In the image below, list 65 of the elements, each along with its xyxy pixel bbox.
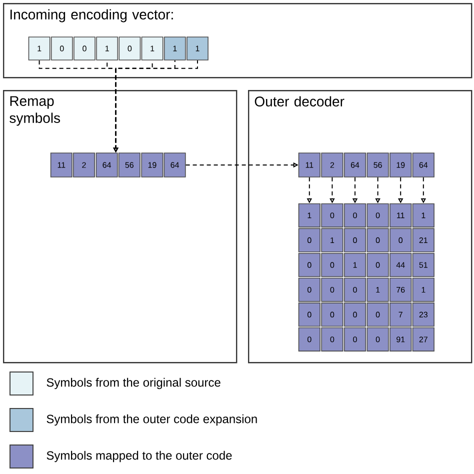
matrix-cell: 0	[344, 302, 366, 327]
symbol-cell: 11	[50, 152, 72, 178]
matrix-cell: 1	[344, 252, 366, 278]
vector-cell: 1	[164, 36, 186, 60]
vector-cell: 1	[28, 36, 50, 60]
symbol-cell: 56	[118, 152, 140, 178]
matrix-cell: 0	[366, 203, 389, 228]
panel-title: Incoming encoding vector:	[10, 9, 173, 22]
matrix-cell: 0	[321, 327, 344, 352]
panel-title: Outer decoder	[254, 96, 344, 106]
matrix-cell: 0	[366, 228, 389, 252]
matrix-cell: 76	[390, 278, 412, 302]
matrix-cell: 0	[366, 252, 389, 278]
matrix-cell: 0	[321, 252, 344, 278]
matrix-cell: 1	[366, 278, 389, 302]
matrix-cell: 21	[412, 228, 434, 252]
panel-title: Remap symbols	[10, 96, 60, 126]
symbol-cell: 64	[96, 152, 118, 178]
matrix-cell: 7	[390, 302, 412, 327]
legend-label: Symbols mapped to the outer code	[46, 450, 232, 462]
matrix-cell: 0	[366, 302, 389, 327]
panel	[248, 90, 472, 364]
matrix-cell: 11	[390, 203, 412, 228]
matrix-cell: 0	[298, 327, 320, 352]
matrix-cell: 1	[412, 203, 434, 228]
matrix-cell: 91	[390, 327, 412, 352]
matrix-cell: 23	[412, 302, 434, 327]
vector-cell: 1	[186, 36, 208, 60]
legend-label: Symbols from the original source	[46, 378, 220, 390]
matrix-cell: 0	[344, 278, 366, 302]
vector-cell: 1	[141, 36, 164, 60]
symbol-cell: 64	[412, 152, 434, 178]
symbol-cell: 2	[321, 152, 344, 178]
matrix-cell: 44	[390, 252, 412, 278]
symbol-cell: 19	[141, 152, 164, 178]
vector-cell: 1	[96, 36, 118, 60]
matrix-cell: 0	[344, 228, 366, 252]
matrix-cell: 0	[390, 228, 412, 252]
matrix-cell: 0	[321, 203, 344, 228]
matrix-cell: 0	[298, 302, 320, 327]
panel	[3, 90, 238, 364]
matrix-cell: 0	[321, 302, 344, 327]
matrix-cell: 0	[321, 278, 344, 302]
symbol-cell: 2	[73, 152, 95, 178]
symbol-cell: 11	[298, 152, 320, 178]
matrix-cell: 1	[321, 228, 344, 252]
symbol-cell: 64	[344, 152, 366, 178]
matrix-cell: 51	[412, 252, 434, 278]
legend-label: Symbols from the outer code expansion	[46, 414, 257, 426]
vector-cell: 0	[50, 36, 73, 60]
vector-cell: 0	[74, 36, 96, 60]
matrix-cell: 0	[298, 228, 320, 252]
symbol-cell: 19	[390, 152, 412, 178]
matrix-cell: 27	[412, 327, 434, 352]
symbol-cell: 64	[164, 152, 186, 178]
symbol-cell: 56	[366, 152, 389, 178]
matrix-cell: 1	[412, 278, 434, 302]
matrix-cell: 0	[344, 203, 366, 228]
matrix-cell: 0	[366, 327, 389, 352]
matrix-cell: 1	[298, 203, 320, 228]
panel	[3, 3, 472, 78]
vector-cell: 0	[118, 36, 141, 60]
matrix-cell: 0	[298, 252, 320, 278]
matrix-cell: 0	[298, 278, 320, 302]
matrix-cell: 0	[344, 327, 366, 352]
